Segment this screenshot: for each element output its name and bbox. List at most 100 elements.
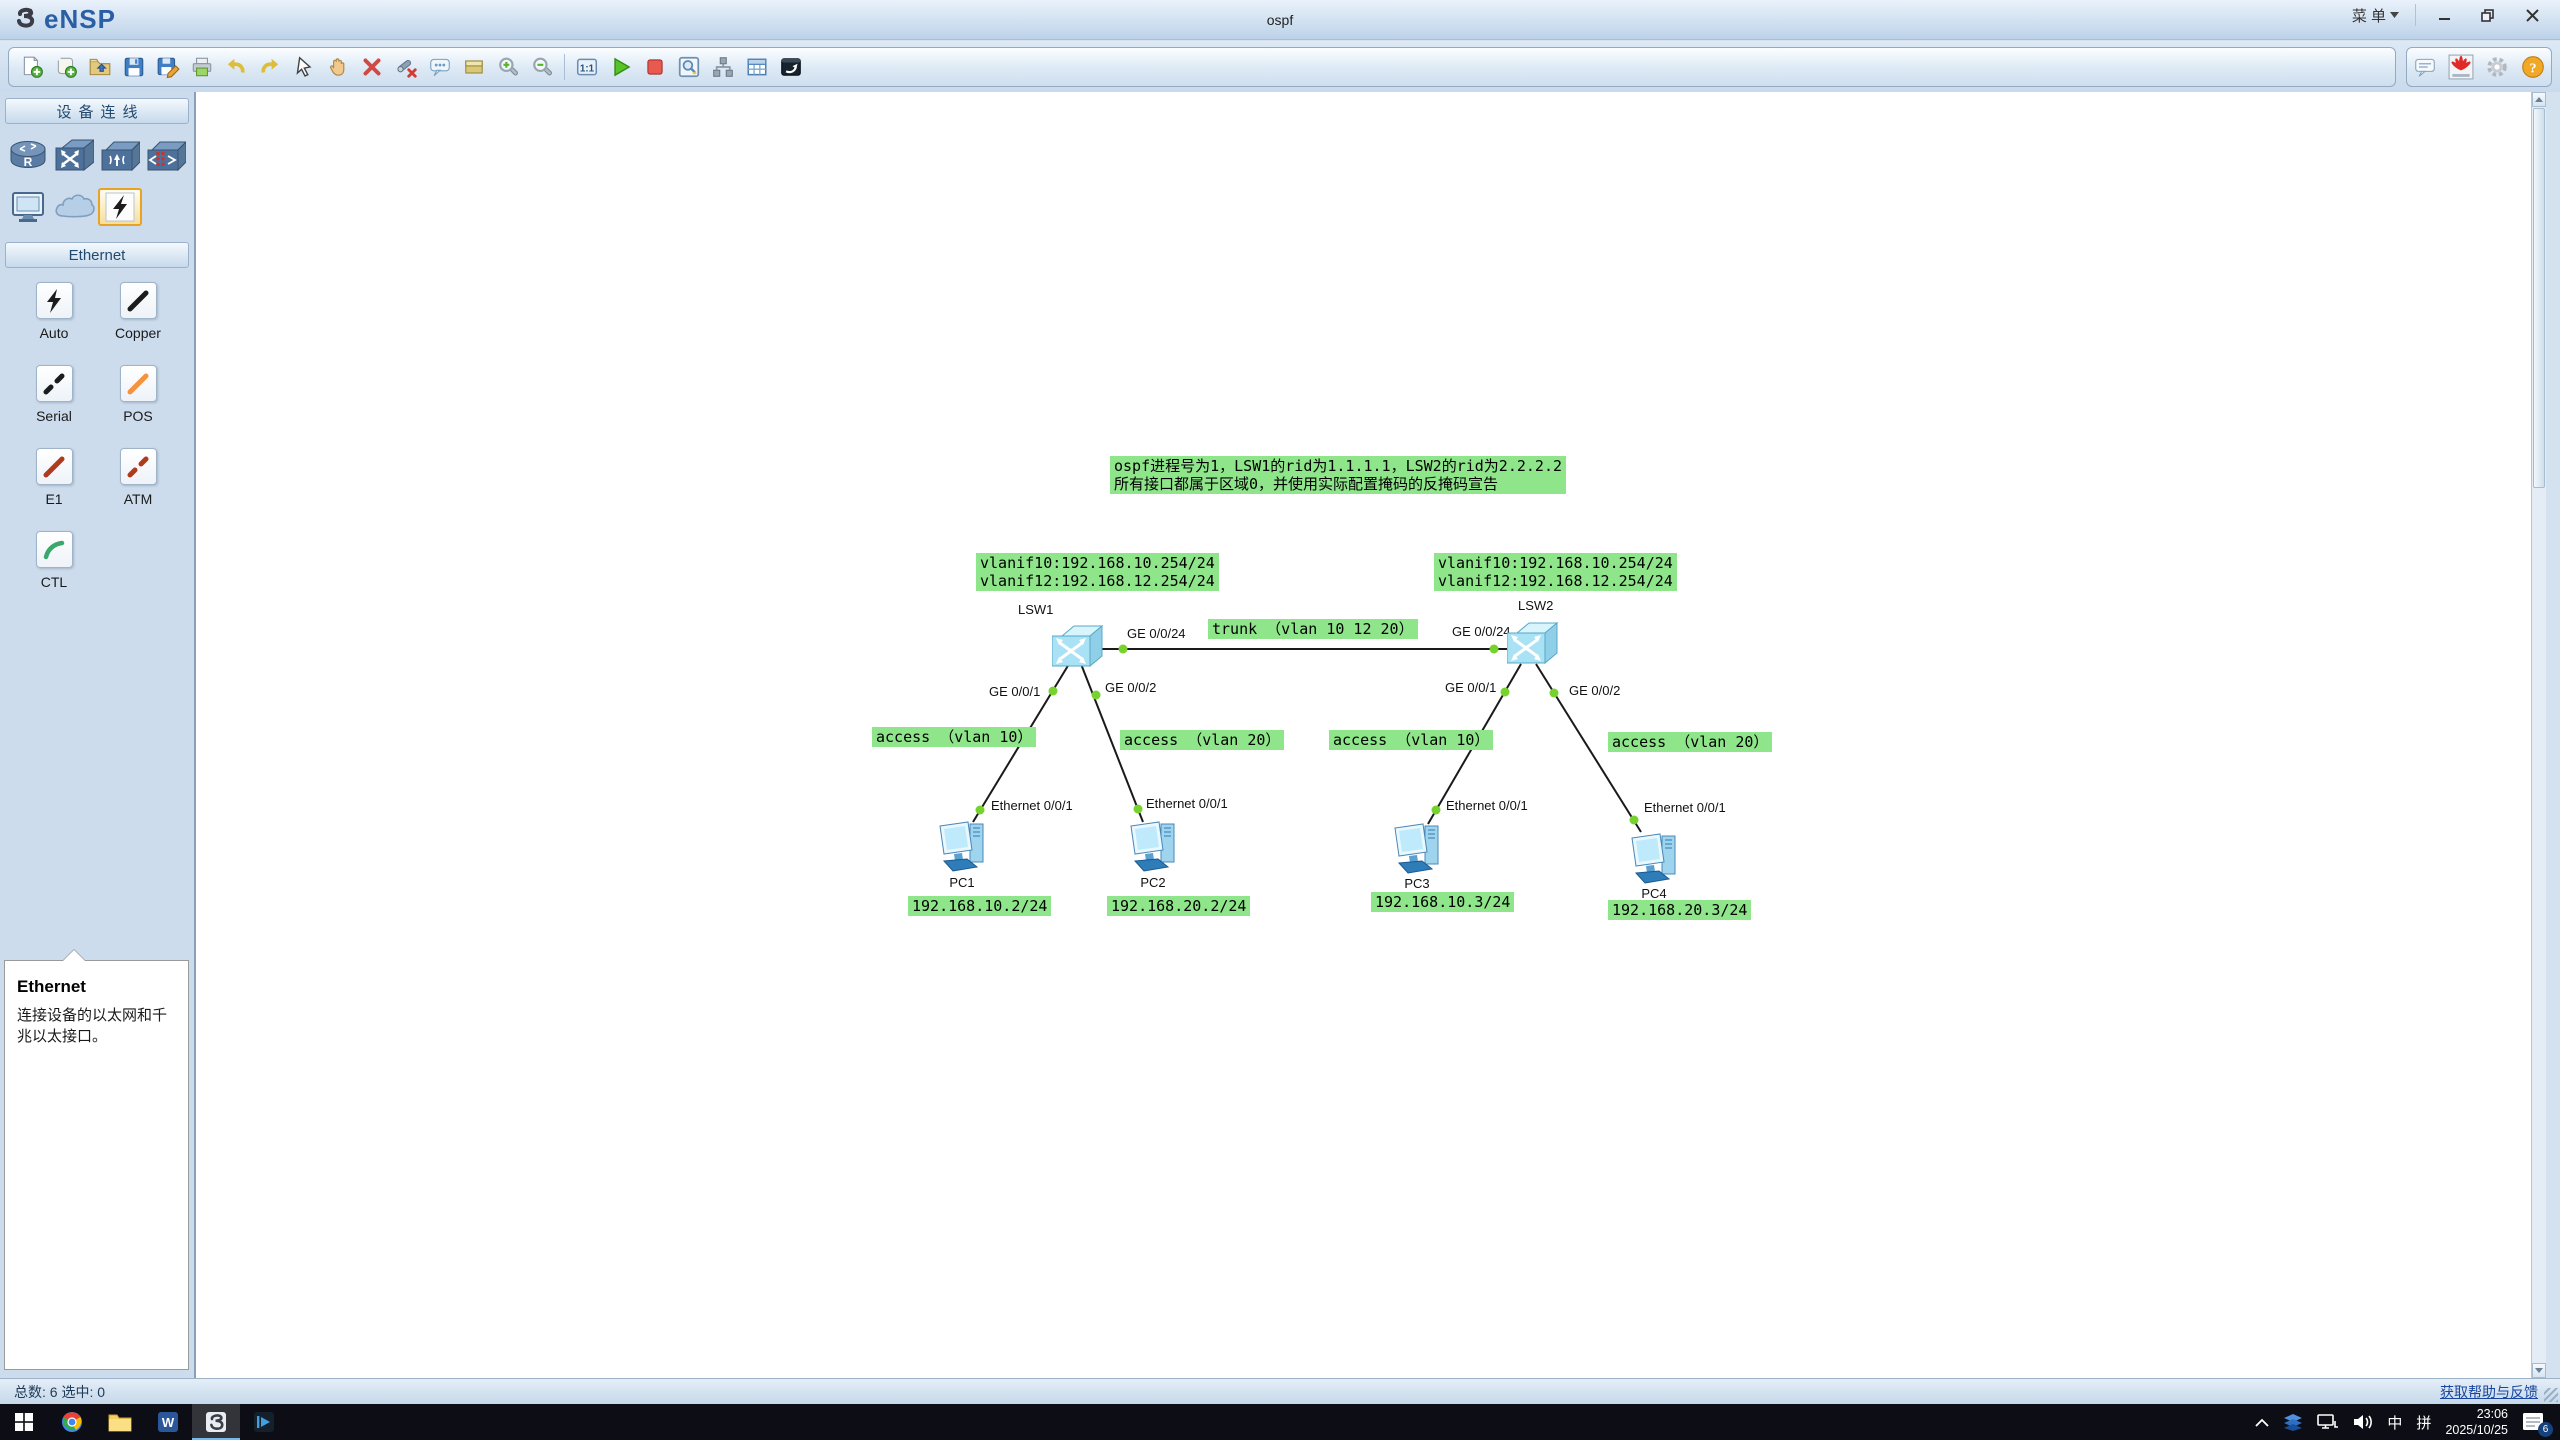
add-note-button[interactable] <box>423 51 457 83</box>
new-text-button[interactable] <box>49 51 83 83</box>
taskbar-app-ensp[interactable] <box>192 1404 240 1440</box>
ospf-annotation[interactable]: ospf进程号为1，LSW1的rid为1.1.1.1，LSW2的rid为2.2.… <box>1110 456 1567 494</box>
taskbar-app-file-explorer[interactable] <box>96 1404 144 1440</box>
scroll-down-button[interactable] <box>2532 1363 2546 1378</box>
actual-size-button[interactable]: 1:1 <box>570 51 604 83</box>
new-topology-button[interactable] <box>15 51 49 83</box>
zoom-out-button[interactable] <box>525 51 559 83</box>
link-type-ctl[interactable]: CTL <box>12 531 96 590</box>
taskbar-app-video-player[interactable] <box>240 1404 288 1440</box>
pc4-ip-label[interactable]: 192.168.20.3/24 <box>1608 900 1752 920</box>
link-type-auto[interactable]: Auto <box>12 282 96 341</box>
lsw2-switch-icon[interactable] <box>1507 621 1559 669</box>
app-name: eNSP <box>44 4 116 34</box>
redo-icon <box>261 58 279 73</box>
menu-button[interactable]: 菜 单 <box>2342 2 2409 29</box>
device-connection-button[interactable] <box>98 188 142 226</box>
pc4-icon[interactable] <box>1628 830 1682 886</box>
notification-center-button[interactable]: 6 <box>2522 1412 2553 1437</box>
data-capture-button[interactable] <box>672 51 706 83</box>
pc1-ip-label[interactable]: 192.168.10.2/24 <box>908 896 1052 916</box>
link-type-e1[interactable]: E1 <box>12 448 96 507</box>
access-vlan20-right-label[interactable]: access （vlan 20） <box>1608 732 1773 752</box>
device-terminal-button[interactable] <box>6 188 50 226</box>
add-shape-button[interactable] <box>457 51 491 83</box>
close-button[interactable] <box>2510 2 2554 28</box>
device-firewall-button[interactable] <box>144 136 188 174</box>
minimize-button[interactable] <box>2422 2 2466 28</box>
pan-button[interactable] <box>321 51 355 83</box>
section-header-ethernet: Ethernet <box>5 242 189 268</box>
pc1-icon[interactable] <box>936 818 990 874</box>
link-type-copper[interactable]: Copper <box>96 282 180 341</box>
device-cloud-button[interactable] <box>52 188 96 226</box>
tray-stack-icon[interactable] <box>2283 1413 2303 1431</box>
scroll-up-button[interactable] <box>2532 92 2546 107</box>
undo-icon <box>227 58 245 73</box>
lsw1-switch-icon[interactable] <box>1052 624 1104 672</box>
restore-button[interactable] <box>2466 2 2510 28</box>
taskbar-app-browser[interactable] <box>48 1404 96 1440</box>
feedback-button[interactable] <box>2408 51 2442 83</box>
link-type-pos[interactable]: POS <box>96 365 180 424</box>
options-button[interactable] <box>2480 51 2514 83</box>
clock[interactable]: 23:06 2025/10/25 <box>2445 1406 2508 1439</box>
start-devices-button[interactable] <box>604 51 638 83</box>
topology-canvas[interactable]: ospf进程号为1，LSW1的rid为1.1.1.1，LSW2的rid为2.2.… <box>196 92 2546 1378</box>
device-switch-button[interactable] <box>52 136 96 174</box>
help-feedback-link[interactable]: 获取帮助与反馈 <box>2440 1383 2538 1400</box>
svg-text:R: R <box>24 155 33 169</box>
trunk-label[interactable]: trunk （vlan 10 12 20） <box>1208 619 1418 639</box>
redo-button[interactable] <box>253 51 287 83</box>
speaker-icon[interactable] <box>2353 1414 2373 1430</box>
select-button[interactable] <box>287 51 321 83</box>
resize-grip[interactable] <box>2544 1388 2558 1402</box>
serial-link-icon <box>43 373 65 394</box>
access-vlan10-right-label[interactable]: access （vlan 10） <box>1329 730 1494 750</box>
help-button[interactable]: ? <box>2516 51 2550 83</box>
cloud-icon <box>55 194 95 218</box>
stop-devices-button[interactable] <box>638 51 672 83</box>
topology-overview-button[interactable] <box>706 51 740 83</box>
e1-link-icon <box>43 456 65 477</box>
undo-button[interactable] <box>219 51 253 83</box>
huawei-logo-icon[interactable] <box>2444 51 2478 83</box>
delete-link-button[interactable] <box>389 51 423 83</box>
network-icon[interactable] <box>2317 1413 2339 1431</box>
save-as-button[interactable] <box>151 51 185 83</box>
open-button[interactable] <box>83 51 117 83</box>
system-tray: 中 拼 23:06 2025/10/25 6 <box>2255 1404 2560 1440</box>
device-router-button[interactable]: R <box>6 136 50 174</box>
cli-console-button[interactable] <box>774 51 808 83</box>
ime-language-indicator[interactable]: 中 <box>2387 1414 2403 1432</box>
pc2-icon[interactable] <box>1127 818 1181 874</box>
ctl-link-icon <box>43 540 65 559</box>
pc3-ip-label[interactable]: 192.168.10.3/24 <box>1371 892 1515 912</box>
delete-button[interactable] <box>355 51 389 83</box>
tray-expand-icon[interactable] <box>2255 1418 2270 1427</box>
title-bar: eNSP ospf 菜 单 <box>0 0 2560 40</box>
device-list-button[interactable] <box>740 51 774 83</box>
zoom-in-button[interactable] <box>491 51 525 83</box>
scrollbar-thumb[interactable] <box>2533 108 2545 488</box>
ime-mode-indicator[interactable]: 拼 <box>2416 1414 2432 1432</box>
windows-taskbar: W <box>0 1404 2560 1440</box>
access-vlan10-left-label[interactable]: access （vlan 10） <box>872 727 1037 747</box>
link-type-atm[interactable]: ATM <box>96 448 180 507</box>
pc3-icon[interactable] <box>1391 820 1445 876</box>
device-wlan-button[interactable] <box>98 136 142 174</box>
print-button[interactable] <box>185 51 219 83</box>
taskbar-app-word[interactable]: W <box>144 1404 192 1440</box>
scroll-up-icon <box>2535 97 2543 102</box>
cursor-icon <box>296 55 312 77</box>
access-vlan20-left-label[interactable]: access （vlan 20） <box>1120 730 1285 750</box>
pc2-ip-label[interactable]: 192.168.20.2/24 <box>1107 896 1251 916</box>
save-button[interactable] <box>117 51 151 83</box>
link-type-serial[interactable]: Serial <box>12 365 96 424</box>
toolbar: 1:1 <box>0 41 2560 92</box>
app-logo: eNSP <box>0 4 116 35</box>
canvas-vertical-scrollbar[interactable] <box>2531 92 2546 1378</box>
start-button[interactable] <box>0 1404 48 1440</box>
